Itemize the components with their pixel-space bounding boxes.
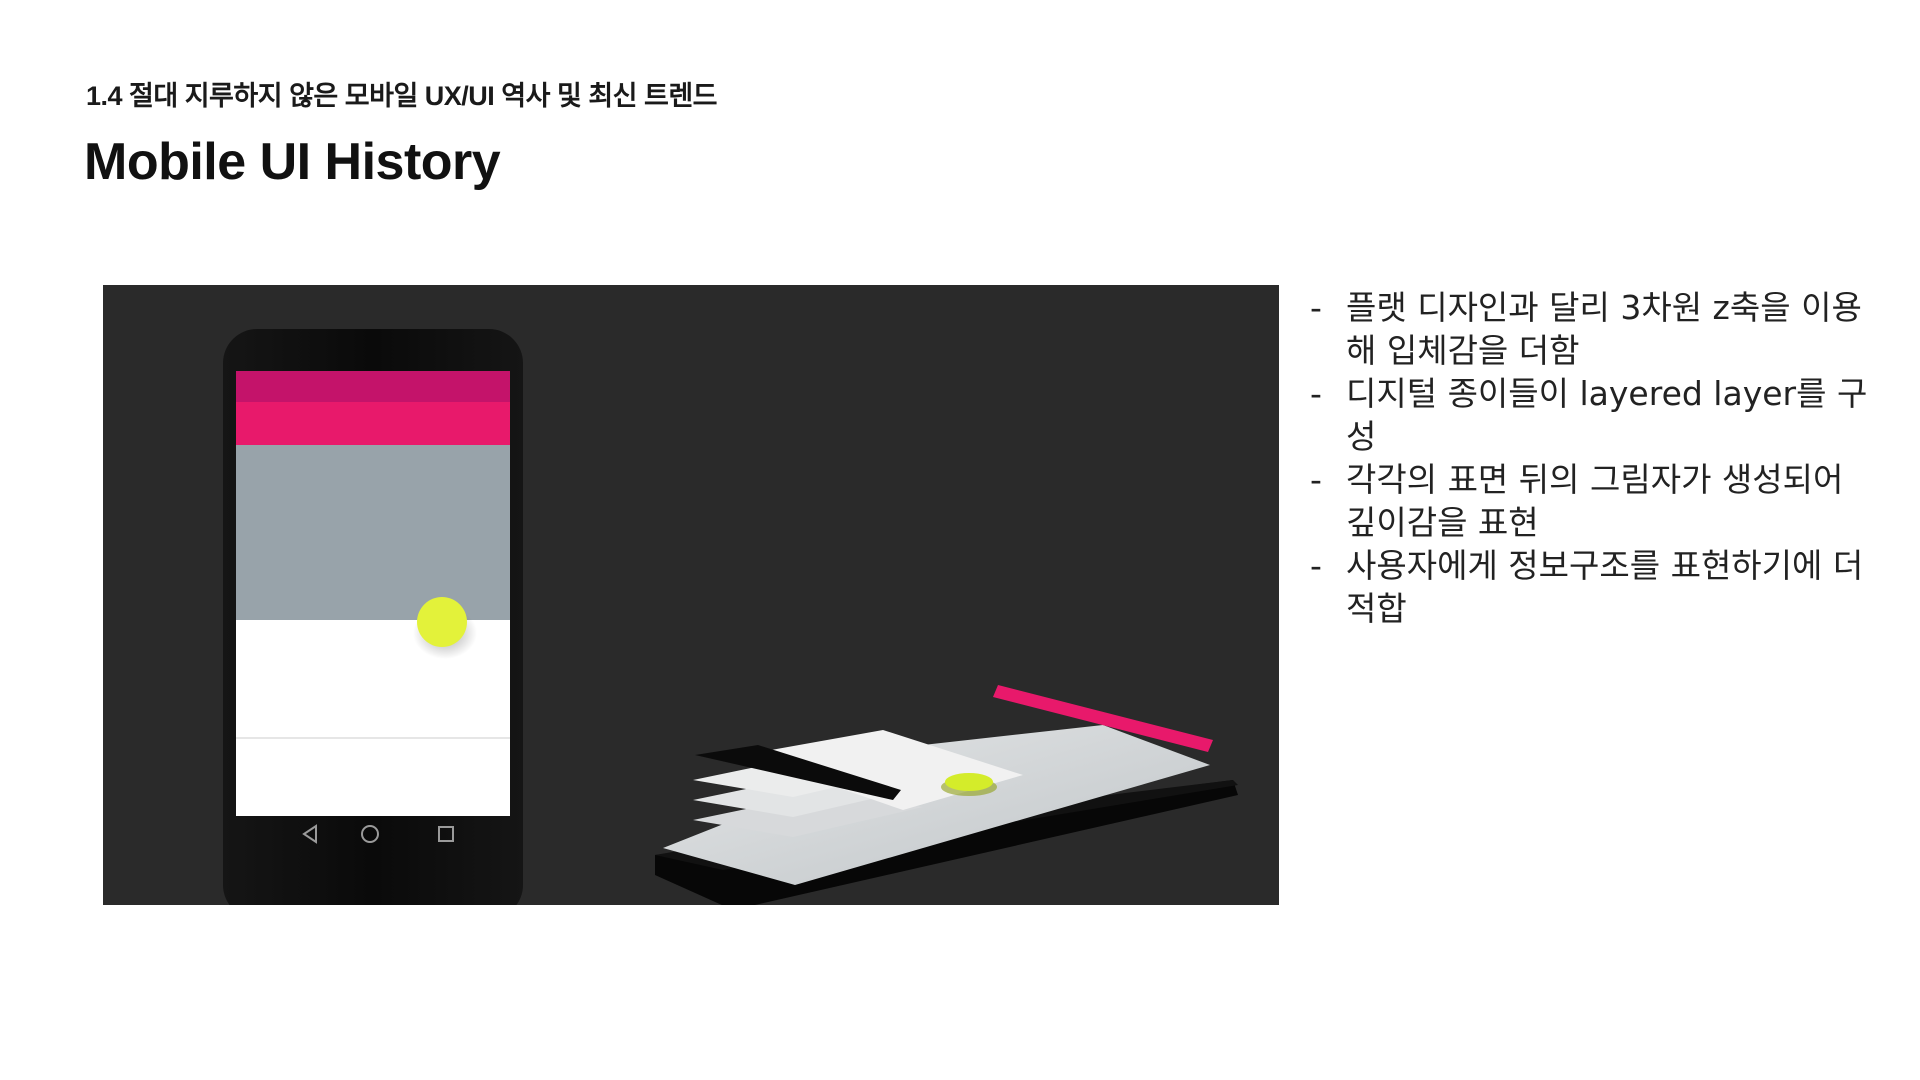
app-bar bbox=[236, 402, 510, 445]
floating-action-button bbox=[417, 597, 467, 647]
sheet-layer-4 bbox=[693, 793, 923, 837]
bullet-item: - 사용자에게 정보구조를 표현하기에 더 적합 bbox=[1310, 544, 1870, 630]
layered-sheets bbox=[655, 685, 1238, 905]
illustration-canvas bbox=[223, 329, 1238, 905]
phone-mockup bbox=[223, 329, 523, 905]
back-triangle-icon bbox=[302, 824, 317, 844]
bullet-dash: - bbox=[1310, 288, 1322, 327]
material-design-illustration bbox=[103, 285, 1279, 905]
content-card-divider bbox=[236, 737, 510, 739]
bullet-item: - 디지털 종이들이 layered layer를 구성 bbox=[1310, 372, 1870, 458]
sheet-large bbox=[663, 725, 1210, 885]
accent-bar-pink bbox=[993, 685, 1213, 752]
lime-fab-disc bbox=[945, 773, 993, 791]
status-bar bbox=[236, 371, 510, 402]
home-circle-icon bbox=[361, 825, 379, 843]
bullet-item: - 각각의 표면 뒤의 그림자가 생성되어 깊이감을 표현 bbox=[1310, 458, 1870, 544]
bullet-text: 각각의 표면 뒤의 그림자가 생성되어 깊이감을 표현 bbox=[1346, 460, 1844, 542]
bullet-list: - 플랫 디자인과 달리 3차원 z축을 이용해 입체감을 더함 - 디지털 종… bbox=[1310, 286, 1870, 630]
section-subtitle: 1.4 절대 지루하지 않은 모바일 UX/UI 역사 및 최신 트렌드 bbox=[86, 81, 718, 111]
bullet-dash: - bbox=[1310, 460, 1322, 499]
recents-square-icon bbox=[438, 826, 454, 842]
bullet-text: 디지털 종이들이 layered layer를 구성 bbox=[1346, 374, 1868, 456]
bullet-text: 사용자에게 정보구조를 표현하기에 더 적합 bbox=[1346, 546, 1864, 628]
content-header-area bbox=[236, 445, 510, 620]
navigation-bar bbox=[302, 824, 454, 844]
page-title: Mobile UI History bbox=[84, 133, 501, 191]
bullet-dash: - bbox=[1310, 374, 1322, 413]
toolbar-black-bar bbox=[695, 745, 901, 800]
bullet-dash: - bbox=[1310, 546, 1322, 585]
bullet-item: - 플랫 디자인과 달리 3차원 z축을 이용해 입체감을 더함 bbox=[1310, 286, 1870, 372]
bullet-text: 플랫 디자인과 달리 3차원 z축을 이용해 입체감을 더함 bbox=[1346, 288, 1862, 370]
